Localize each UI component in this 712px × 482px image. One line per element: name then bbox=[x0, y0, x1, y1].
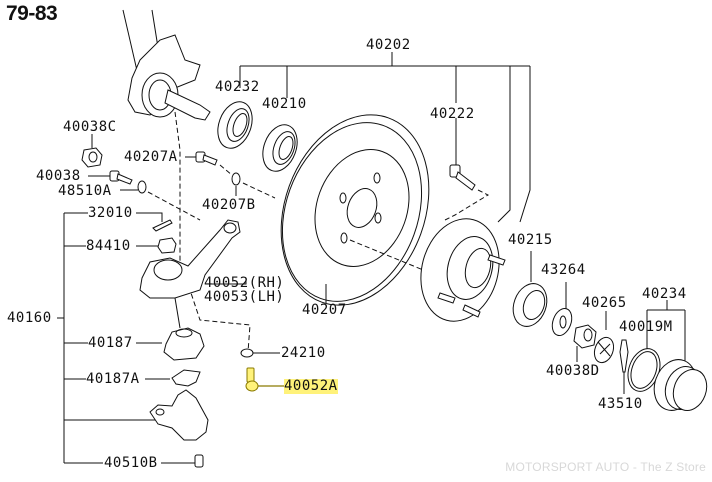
bearing-40210[interactable] bbox=[257, 120, 303, 176]
label-40038D[interactable]: 40038D bbox=[546, 363, 600, 379]
label-43510[interactable]: 43510 bbox=[598, 396, 643, 412]
label-84410[interactable]: 84410 bbox=[86, 238, 131, 254]
label-40187A[interactable]: 40187A bbox=[86, 371, 140, 387]
bolt-40207A[interactable] bbox=[185, 151, 233, 176]
bolt-40052A-highlighted[interactable] bbox=[245, 367, 284, 392]
label-40038[interactable]: 40038 bbox=[36, 168, 81, 184]
cotter-32010[interactable] bbox=[152, 219, 173, 232]
bolt-40510B[interactable] bbox=[194, 454, 204, 468]
brake-rotor-40207[interactable] bbox=[256, 94, 456, 326]
label-40222[interactable]: 40222 bbox=[430, 106, 475, 122]
year-range-title: 79-83 bbox=[6, 2, 58, 25]
label-40053-lh[interactable]: 40053(LH) bbox=[204, 289, 285, 305]
cotter-pin-43510[interactable] bbox=[619, 339, 629, 394]
label-40510B[interactable]: 40510B bbox=[104, 455, 158, 471]
spindle-strut[interactable] bbox=[122, 9, 251, 353]
label-40052A-highlighted[interactable]: 40052A bbox=[284, 378, 338, 394]
label-40038C[interactable]: 40038C bbox=[63, 119, 117, 135]
bolt-40222[interactable] bbox=[444, 118, 490, 221]
grease-cap-40234[interactable] bbox=[622, 300, 712, 416]
washer-40207B[interactable] bbox=[231, 172, 276, 199]
bolt-40038[interactable] bbox=[88, 170, 133, 185]
washer-24210[interactable] bbox=[240, 348, 280, 358]
washer-48510A[interactable] bbox=[120, 180, 201, 221]
nut-40038C[interactable] bbox=[81, 134, 103, 168]
callout-40202-bracket bbox=[239, 52, 531, 223]
boot-40187[interactable] bbox=[163, 297, 205, 361]
label-40215[interactable]: 40215 bbox=[508, 232, 553, 248]
adjusting-cap-40265[interactable] bbox=[591, 311, 617, 365]
retainer-40187A[interactable] bbox=[171, 369, 201, 387]
label-48510A[interactable]: 48510A bbox=[58, 183, 112, 199]
store-watermark: MOTORSPORT AUTO - The Z Store bbox=[505, 460, 706, 474]
bearing-outer[interactable] bbox=[507, 251, 552, 331]
label-40187[interactable]: 40187 bbox=[88, 335, 133, 351]
callout-40160-bracket bbox=[57, 212, 195, 464]
label-40019M[interactable]: 40019M bbox=[619, 319, 673, 335]
ball-joint[interactable] bbox=[149, 389, 209, 441]
label-32010[interactable]: 32010 bbox=[88, 205, 133, 221]
label-40160[interactable]: 40160 bbox=[7, 310, 52, 326]
nut-84410[interactable] bbox=[157, 237, 177, 254]
nut-40038D[interactable] bbox=[573, 324, 597, 362]
label-40207[interactable]: 40207 bbox=[302, 302, 347, 318]
hub-40215[interactable] bbox=[410, 210, 510, 330]
label-43264[interactable]: 43264 bbox=[541, 262, 586, 278]
seal-40232[interactable] bbox=[212, 97, 258, 153]
label-40207B[interactable]: 40207B bbox=[202, 197, 256, 213]
label-40202[interactable]: 40202 bbox=[366, 37, 411, 53]
knuckle-arm-40052[interactable] bbox=[139, 219, 247, 299]
label-40265[interactable]: 40265 bbox=[582, 295, 627, 311]
label-40052-rh[interactable]: 40052(RH) bbox=[204, 275, 285, 291]
label-24210[interactable]: 24210 bbox=[281, 345, 326, 361]
washer-43264[interactable] bbox=[549, 282, 575, 338]
label-40234[interactable]: 40234 bbox=[642, 286, 687, 302]
label-40232[interactable]: 40232 bbox=[215, 79, 260, 95]
label-40210[interactable]: 40210 bbox=[262, 96, 307, 112]
label-40207A[interactable]: 40207A bbox=[124, 149, 178, 165]
